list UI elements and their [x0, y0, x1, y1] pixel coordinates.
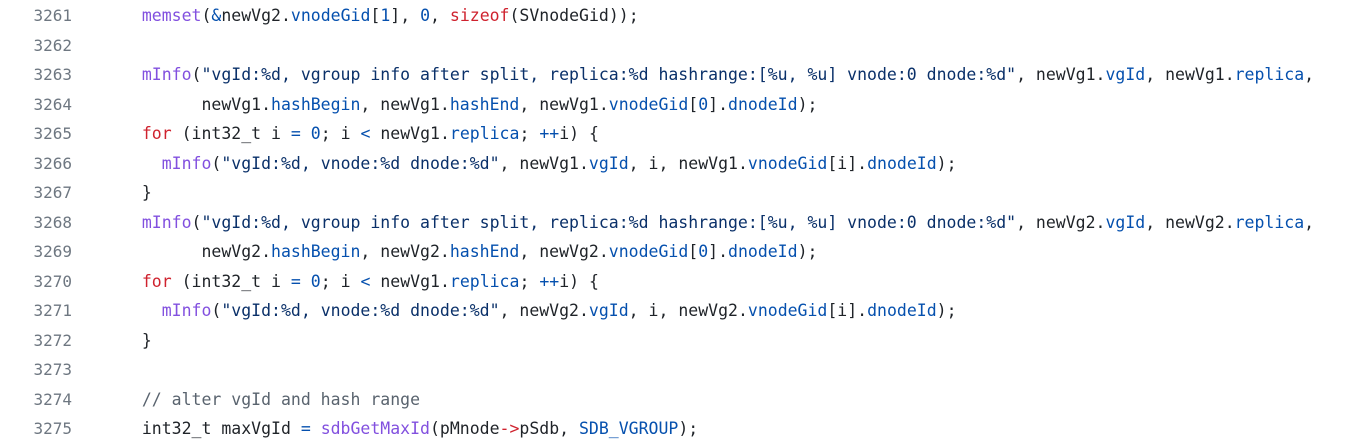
code-line-content: memset(&newVg2.vnodeGid[1], 0, sizeof(SV…: [141, 6, 639, 25]
line-number[interactable]: 3261: [33, 6, 72, 25]
code-line: 3266 mInfo("vgId:%d, vnode:%d dnode:%d",…: [0, 149, 1351, 179]
code-line-content: mInfo("vgId:%d, vnode:%d dnode:%d", newV…: [161, 301, 957, 320]
code-line: 3268 mInfo("vgId:%d, vgroup info after s…: [0, 208, 1351, 238]
code-line: 3274 // alter vgId and hash range: [0, 385, 1351, 415]
code-line: 3265 for (int32_t i = 0; i < newVg1.repl…: [0, 119, 1351, 149]
code-line-content: }: [122, 330, 152, 350]
code-line: 3262: [0, 31, 1351, 61]
line-number[interactable]: 3268: [33, 212, 72, 232]
code-line-content: newVg2.hashBegin, newVg2.hashEnd, newVg2…: [122, 242, 818, 261]
line-number[interactable]: 3266: [33, 153, 72, 173]
code-line-content: }: [122, 183, 152, 202]
code-line: 3264 newVg1.hashBegin, newVg1.hashEnd, n…: [0, 90, 1351, 120]
line-number[interactable]: 3272: [33, 330, 72, 350]
code-line: 3275 int32_t maxVgId = sdbGetMaxId(pMnod…: [0, 414, 1351, 444]
code-line: 3269 newVg2.hashBegin, newVg2.hashEnd, n…: [0, 237, 1351, 267]
line-number[interactable]: 3263: [33, 65, 72, 84]
code-line: 3267 }: [0, 178, 1351, 208]
code-line-content: mInfo("vgId:%d, vgroup info after split,…: [141, 65, 1315, 84]
code-line-content: int32_t maxVgId = sdbGetMaxId(pMnode->pS…: [122, 419, 699, 438]
line-number[interactable]: 3273: [33, 360, 72, 379]
code-line: 3273: [0, 355, 1351, 385]
code-line-content: for (int32_t i = 0; i < newVg1.replica; …: [141, 271, 599, 291]
line-number[interactable]: 3262: [33, 35, 72, 55]
line-number[interactable]: 3264: [33, 94, 72, 114]
line-number[interactable]: 3265: [33, 124, 72, 143]
code-line-content: newVg1.hashBegin, newVg1.hashEnd, newVg1…: [122, 94, 818, 114]
code-line: 3270 for (int32_t i = 0; i < newVg1.repl…: [0, 267, 1351, 297]
line-number[interactable]: 3270: [33, 271, 72, 291]
code-line-content: mInfo("vgId:%d, vgroup info after split,…: [141, 212, 1315, 232]
code-line: 3263 mInfo("vgId:%d, vgroup info after s…: [0, 60, 1351, 90]
code-line: 3261 memset(&newVg2.vnodeGid[1], 0, size…: [0, 1, 1351, 31]
code-line: 3271 mInfo("vgId:%d, vnode:%d dnode:%d",…: [0, 296, 1351, 326]
line-number[interactable]: 3271: [33, 301, 72, 320]
line-number[interactable]: 3275: [33, 419, 72, 438]
code-line-content: for (int32_t i = 0; i < newVg1.replica; …: [141, 124, 599, 143]
code-line-content: mInfo("vgId:%d, vnode:%d dnode:%d", newV…: [161, 153, 957, 173]
code-line: 3272 }: [0, 326, 1351, 356]
line-number[interactable]: 3267: [33, 183, 72, 202]
line-number[interactable]: 3269: [33, 242, 72, 261]
line-number[interactable]: 3274: [33, 389, 72, 409]
code-line-content: // alter vgId and hash range: [141, 389, 421, 409]
